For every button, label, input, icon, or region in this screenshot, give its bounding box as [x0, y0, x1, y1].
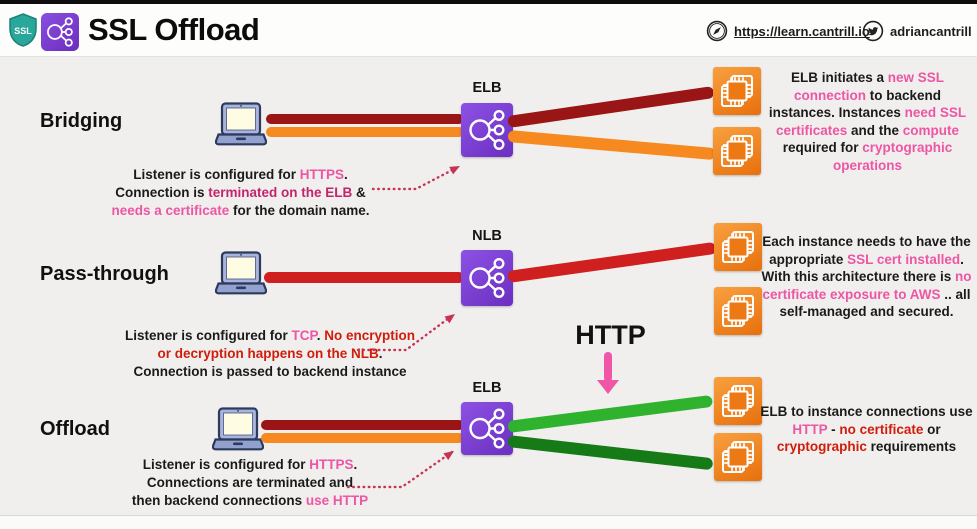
backend-http-line [507, 130, 716, 161]
https-connection-line [266, 114, 464, 124]
ssl-shield-label: SSL [14, 26, 32, 36]
elb-label: ELB [472, 80, 502, 96]
elb-node-offload [461, 402, 513, 455]
row-label-pass-through: Pass-through [40, 263, 169, 285]
page-title: SSL Offload [88, 12, 260, 47]
caption-bridging: Listener is configured for HTTPS. Connec… [93, 166, 388, 220]
ec2-instance-icon [713, 67, 761, 115]
row-label-bridging: Bridging [40, 110, 123, 132]
course-link[interactable]: https://learn.cantrill.io [734, 23, 870, 39]
caption-line: needs a certificate for the domain name. [111, 203, 370, 218]
caption-line: Listener is configured for HTTPS. [142, 457, 358, 472]
http-arrow-down-head [597, 380, 619, 394]
twitter-handle-group: adriancantrill [862, 20, 972, 42]
offload-http-line-top [507, 394, 714, 433]
http-connection-line [266, 127, 464, 137]
caption-line: or decryption happens on the NLB. [157, 346, 383, 361]
ec2-instance-icon [714, 223, 762, 271]
tcp-connection-line [264, 272, 464, 283]
elb-node-bridging [461, 103, 513, 157]
laptop-icon [215, 251, 267, 295]
offload-http-line-bottom [507, 435, 714, 471]
caption-line: Listener is configured for TCP. No encry… [124, 328, 416, 343]
nlb-label: NLB [472, 228, 502, 244]
header: SSL SSL Offload https://learn.cantrill.i… [0, 4, 977, 57]
laptop-icon [215, 102, 267, 146]
note-offload: ELB to instance connections use HTTP - n… [760, 404, 973, 454]
dotted-arrow-bridging [371, 165, 460, 191]
twitter-icon [862, 20, 884, 42]
caption-offload: Listener is configured for HTTPS. Connec… [100, 456, 400, 510]
course-link-group: https://learn.cantrill.io [706, 20, 870, 42]
http-arrow-down [604, 352, 612, 382]
http-annotation-label: HTTP [575, 320, 646, 350]
http-connection-line [261, 433, 464, 443]
caption-pass-through: Listener is configured for TCP. No encry… [80, 327, 460, 381]
nlb-node-pass-through [461, 250, 513, 306]
https-connection-line [261, 420, 464, 430]
caption-line: Connection is passed to backend instance [133, 364, 407, 379]
dotted-arrow-offload [346, 450, 454, 489]
ec2-instance-icon [714, 377, 762, 425]
top-black-bar [0, 0, 977, 4]
ec2-instance-icon [714, 433, 762, 481]
caption-line: then backend connections use HTTP [131, 493, 369, 508]
laptop-icon [212, 407, 264, 451]
pass-through-line [507, 241, 717, 283]
caption-line: Connection is terminated on the ELB & [115, 185, 366, 200]
browser-compass-icon [706, 20, 728, 42]
load-balancer-icon [41, 13, 79, 51]
bottom-strip [0, 515, 977, 529]
ec2-instance-icon [713, 127, 761, 175]
note-bridging: ELB initiates a new SSL connection to ba… [768, 70, 967, 173]
elb-label: ELB [472, 380, 502, 396]
caption-line: Connections are terminated and [146, 475, 354, 490]
note-pass-through: Each instance needs to have the appropri… [761, 234, 972, 319]
dotted-arrow-pass-through [356, 313, 455, 352]
backend-ssl-line [507, 86, 715, 128]
ec2-instance-icon [714, 287, 762, 335]
twitter-handle[interactable]: adriancantrill [890, 23, 972, 39]
row-label-offload: Offload [40, 418, 110, 440]
caption-line: Listener is configured for HTTPS. [133, 167, 348, 182]
ssl-shield-icon: SSL [9, 13, 37, 47]
